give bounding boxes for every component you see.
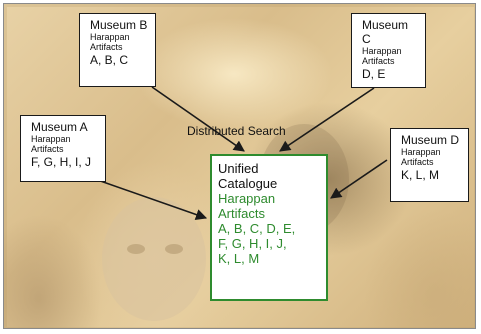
unified-collection-line2: Artifacts bbox=[218, 206, 265, 221]
slide-canvas: Museum B Harappan Artifacts A, B, C Muse… bbox=[3, 3, 476, 329]
mask-eye-left bbox=[127, 244, 145, 254]
unified-items-line3: K, L, M bbox=[218, 251, 260, 266]
collection-label: Harappan Artifacts bbox=[31, 134, 71, 154]
unified-items-line1: A, B, C, D, E, bbox=[218, 221, 296, 236]
artifact-list: K, L, M bbox=[401, 168, 440, 182]
museum-b-box: Museum B Harappan Artifacts A, B, C bbox=[79, 13, 156, 87]
unified-title-line1: Unified bbox=[218, 161, 259, 176]
artifact-list: D, E bbox=[362, 67, 386, 81]
museum-name: Museum A bbox=[31, 120, 88, 134]
museum-d-box: Museum D Harappan Artifacts K, L, M bbox=[390, 128, 469, 202]
museum-c-box: Museum C Harappan Artifacts D, E bbox=[351, 13, 426, 88]
mask-sculpture-shape bbox=[102, 197, 206, 321]
museum-name: Museum C bbox=[362, 18, 409, 46]
unified-items-line2: F, G, H, I, J, bbox=[218, 236, 287, 251]
unified-collection-line1: Harappan bbox=[218, 191, 276, 206]
artifact-list: A, B, C bbox=[90, 53, 129, 67]
mask-eye-right bbox=[165, 244, 183, 254]
museum-name: Museum B bbox=[90, 18, 148, 32]
museum-a-box: Museum A Harappan Artifacts F, G, H, I, … bbox=[20, 115, 106, 182]
distributed-search-label: Distributed Search bbox=[187, 124, 286, 138]
collection-label: Harappan Artifacts bbox=[362, 46, 402, 66]
collection-label: Harappan Artifacts bbox=[90, 32, 130, 52]
artifact-list: F, G, H, I, J bbox=[31, 155, 92, 169]
collection-label: Harappan Artifacts bbox=[401, 147, 441, 167]
museum-name: Museum D bbox=[401, 133, 460, 147]
unified-title-line2: Catalogue bbox=[218, 176, 278, 191]
unified-catalogue-box: Unified Catalogue Harappan Artifacts A, … bbox=[210, 154, 328, 301]
